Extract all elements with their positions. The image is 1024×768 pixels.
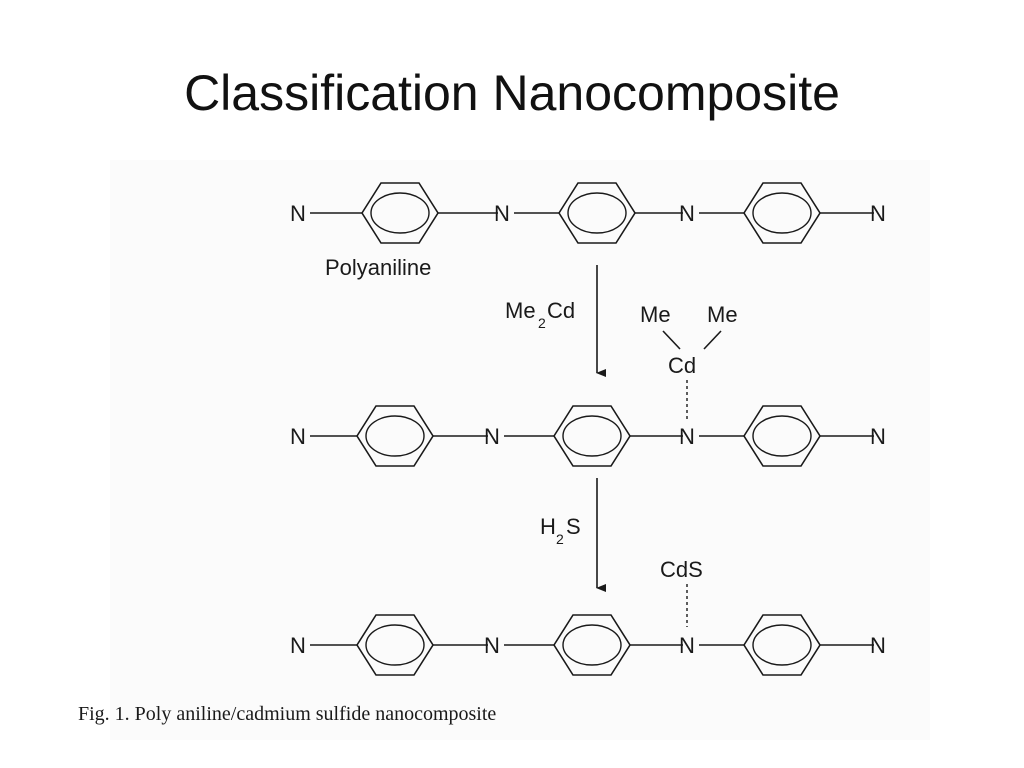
benzene-ring — [558, 182, 636, 244]
polyaniline-label: Polyaniline — [325, 255, 431, 280]
benzene-ring — [553, 405, 631, 467]
nitrogen-atom-label: N — [679, 633, 695, 658]
adduct-bond-right — [703, 330, 722, 350]
nitrogen-atom-label: N — [870, 633, 886, 658]
reaction-scheme-figure: N N N N N N N N N N N N Polyaniline Me 2 Cd Me Me C… — [110, 160, 930, 740]
reaction-scheme: N N N N N N N N N N N N Polyaniline Me 2 Cd Me Me C… — [290, 182, 886, 676]
adduct-me-left: Me — [640, 302, 671, 327]
figure-caption: Fig. 1. Poly aniline/cadmium sulfide nan… — [78, 703, 497, 725]
nitrogen-atom-label: N — [494, 201, 510, 226]
reagent-me-label: Me — [505, 298, 536, 323]
benzene-ring — [356, 405, 434, 467]
benzene-ring — [743, 614, 821, 676]
nitrogen-atom-label: N — [679, 201, 695, 226]
benzene-ring — [553, 614, 631, 676]
reagent-h-label: H — [540, 514, 556, 539]
benzene-ring — [356, 614, 434, 676]
adduct-cd-label: Cd — [668, 353, 696, 378]
adduct-me-right: Me — [707, 302, 738, 327]
product-cds-label: CdS — [660, 557, 703, 582]
nitrogen-atom-label: N — [870, 424, 886, 449]
reagent-s-label: S — [566, 514, 581, 539]
adduct-bond-left — [662, 330, 681, 350]
benzene-ring — [743, 182, 821, 244]
reagent-cd-label: Cd — [547, 298, 575, 323]
nitrogen-atom-label: N — [484, 633, 500, 658]
slide-title: Classification Nanocomposite — [184, 65, 840, 121]
reagent-h-subscript: 2 — [556, 531, 564, 547]
nitrogen-atom-label: N — [484, 424, 500, 449]
nitrogen-atom-label: N — [290, 201, 306, 226]
reagent-me-subscript: 2 — [538, 315, 546, 331]
polymer-chains: N N N N N N N N N N N N — [290, 182, 886, 676]
nitrogen-atom-label: N — [290, 633, 306, 658]
benzene-ring — [361, 182, 439, 244]
nitrogen-atom-label: N — [290, 424, 306, 449]
nitrogen-atom-label: N — [679, 424, 695, 449]
benzene-ring — [743, 405, 821, 467]
nitrogen-atom-label: N — [870, 201, 886, 226]
